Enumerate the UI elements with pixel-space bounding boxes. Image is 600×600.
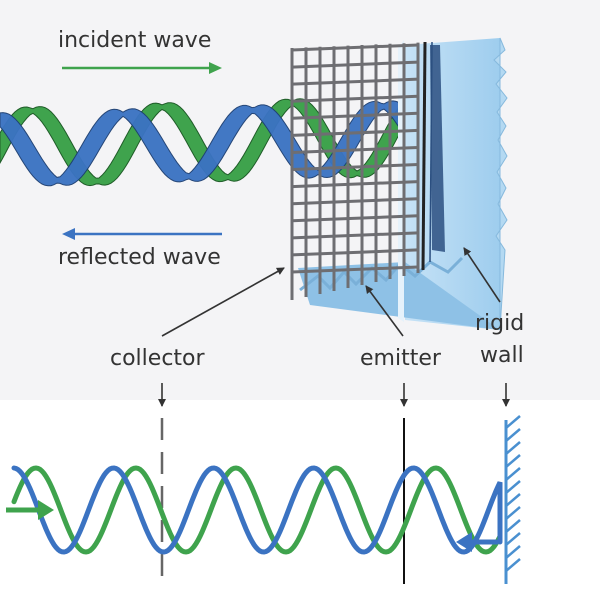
wall-pointer-arrow [463,247,501,303]
wall-hatch-line [505,454,521,468]
wall-hatch-line [505,467,521,481]
wall-hatch-line [505,480,521,494]
wall-shadow [430,45,445,252]
mesh-horizontal-bar [291,111,419,120]
mesh-horizontal-bar [291,197,419,206]
wall-hatch-line [505,415,521,429]
wall-hatch-line [505,441,521,455]
incident-wave-curve [11,465,503,555]
mesh-horizontal-bar [291,231,419,240]
emitter-plate [421,41,433,271]
incident-entry-arrow-icon [38,500,54,520]
wall-hatch-line [505,558,521,572]
emitter-label: emitter [360,346,442,371]
mesh-horizontal-bar [291,94,419,103]
annotation-pointers [161,247,501,337]
wall-hatch-line [505,493,521,507]
reflected-return-arrow-icon [456,532,472,552]
wall-hatch-line [505,428,521,442]
wall-hatch-line [505,506,521,520]
mesh-horizontal-bar [291,128,419,137]
wall-rough-edge [493,37,508,331]
top-panel-background [0,0,600,400]
mesh-horizontal-bar [291,60,419,69]
mesh-horizontal-bar [291,214,419,223]
mesh-horizontal-bar [291,248,419,257]
mesh-horizontal-bar [291,265,419,274]
arrow-left-icon [62,228,75,240]
collector-mesh-grid [290,42,420,300]
collector-label: collector [110,346,205,371]
reflected-wave-curve [11,465,503,555]
mesh-horizontal-bar [291,180,419,189]
mesh-horizontal-bar [291,163,419,172]
emitter-pointer-arrow [365,285,404,337]
reflected-wave-label: reflected wave [58,245,221,270]
collector-pointer-arrow [161,267,285,337]
mesh-horizontal-bar [291,77,419,86]
mesh-horizontal-bar [291,43,419,52]
wall-hatch-line [505,545,521,559]
arrow-right-icon [209,62,222,74]
mesh-horizontal-bar [291,145,419,154]
rigid-wall-label-line2: wall [480,343,524,368]
wall-rough-bottom [299,256,464,292]
wave-diagram-2d [6,415,521,584]
wall-front-face [405,38,500,330]
wall-hatch-line [505,532,521,546]
rigid-wall-label-line1: rigid [475,311,524,336]
wall-hatch-line [505,519,521,533]
incident-wave-label: incident wave [58,28,211,53]
hatched-rigid-wall-icon [504,415,521,584]
